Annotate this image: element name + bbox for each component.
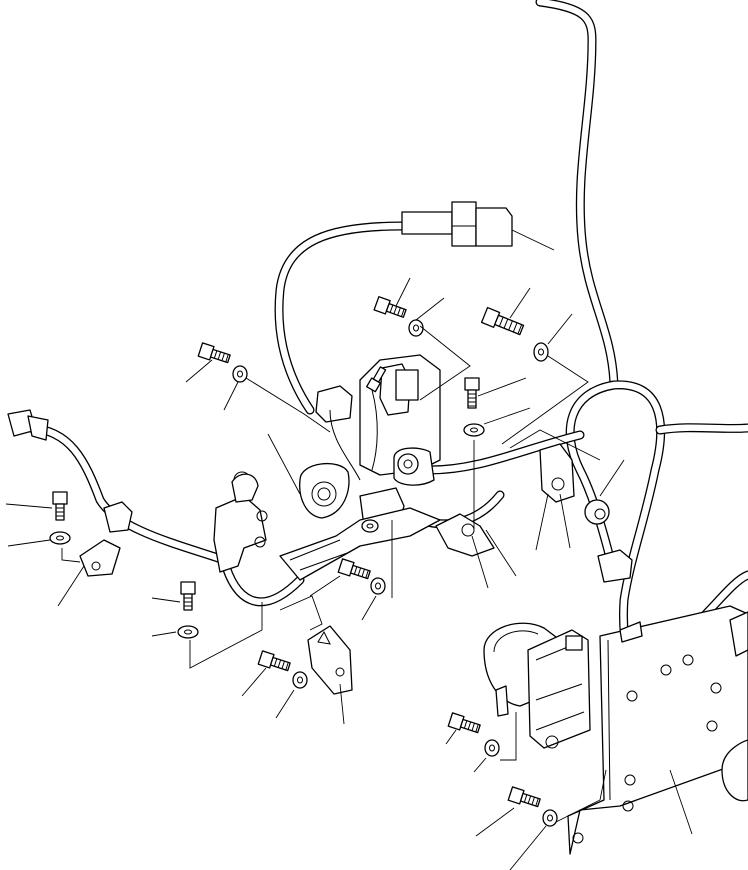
leader-lines: [5, 229, 693, 870]
bolt-f: [180, 581, 196, 611]
clip-left-harness: [103, 501, 133, 533]
harness-base: [279, 507, 441, 581]
washer-d: [463, 423, 485, 437]
bracket-plate-left: [79, 539, 121, 577]
clip-harness-mid: [435, 443, 575, 557]
washer-c: [232, 365, 248, 383]
clip-right-hoop: [597, 549, 633, 583]
connector-top: [401, 201, 513, 247]
bolt-h: [257, 650, 291, 672]
washer-h: [292, 671, 308, 689]
washer-e: [49, 531, 71, 545]
bolt-j: [507, 786, 541, 808]
wire-harness-group: [25, 0, 748, 670]
washer-j: [542, 809, 558, 827]
solenoid-valve-assembly: [299, 354, 441, 527]
bolt-i: [447, 712, 481, 734]
washers: [49, 319, 558, 827]
washer-b: [533, 342, 549, 362]
bolt-c: [197, 342, 231, 364]
washer-i: [484, 739, 500, 757]
bolt-g: [337, 558, 371, 580]
washer-g: [370, 577, 386, 595]
bolt-d: [464, 377, 480, 409]
mounting-plate: [567, 605, 748, 855]
bolt-k: [366, 366, 387, 393]
bracket-left: [213, 471, 268, 573]
bolt-b: [480, 306, 525, 336]
washer-a: [408, 319, 424, 337]
bolt-a: [373, 296, 407, 318]
bolt-e: [52, 491, 68, 521]
controller-unit: [483, 622, 591, 749]
bracket-plate-lower: [307, 625, 353, 695]
connector-left-end: [7, 409, 49, 441]
harness-right-hoop: [565, 380, 666, 670]
bolts: [52, 296, 541, 808]
washer-k: [361, 519, 379, 533]
washer-f: [177, 625, 199, 639]
rubber-grommet: [584, 499, 610, 525]
